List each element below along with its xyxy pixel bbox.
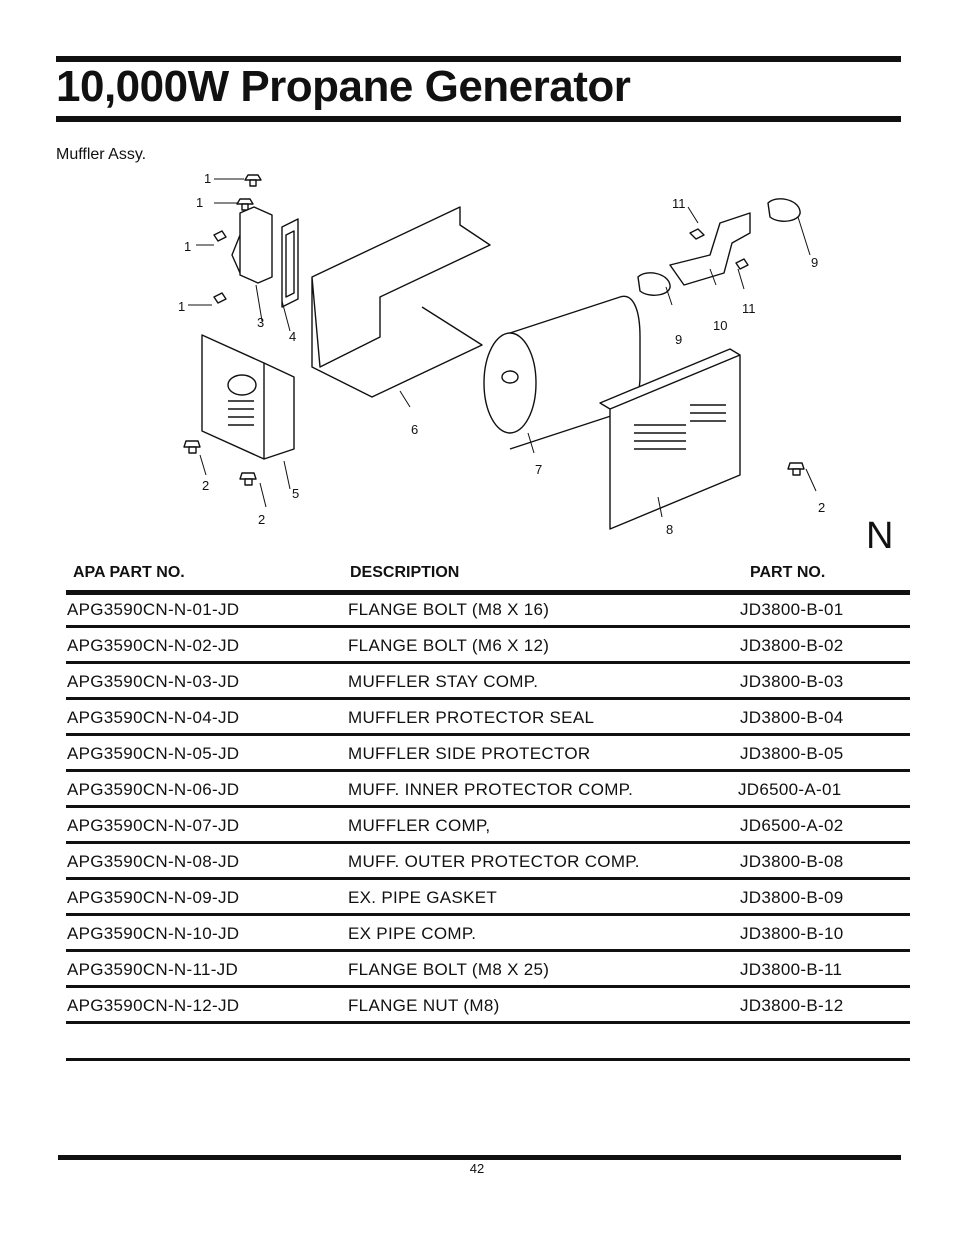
callout-label: 2	[818, 500, 825, 515]
parts-table: APG3590CN-N-01-JD FLANGE BOLT (M8 X 16) …	[66, 592, 910, 1061]
description-cell: MUFFLER SIDE PROTECTOR	[348, 744, 591, 763]
apa-part-no-cell: APG3590CN-N-02-JD	[67, 636, 240, 655]
apa-part-no-cell: APG3590CN-N-03-JD	[67, 672, 240, 691]
part-no-cell: JD3800-B-04	[740, 708, 844, 727]
apa-part-no-cell: APG3590CN-N-12-JD	[67, 996, 240, 1015]
part-no-cell: JD3800-B-08	[740, 852, 844, 871]
table-row: APG3590CN-N-04-JD MUFFLER PROTECTOR SEAL…	[66, 700, 910, 736]
table-row: APG3590CN-N-09-JD EX. PIPE GASKET JD3800…	[66, 880, 910, 916]
diagram-callouts: 1 1 1 1 2 2 2 3 4 5 6 7 8 9 9 10 11 11	[178, 171, 825, 537]
flange-bolt-icon	[183, 440, 805, 486]
callout-label: 3	[257, 315, 264, 330]
apa-part-no-cell: APG3590CN-N-10-JD	[67, 924, 240, 943]
part-no-cell: JD3800-B-01	[740, 600, 844, 619]
part-no-cell: JD3800-B-10	[740, 924, 844, 943]
callout-label: 11	[742, 301, 756, 316]
description-cell: EX PIPE COMP.	[348, 924, 477, 943]
callout-label: 9	[811, 255, 818, 270]
table-row: APG3590CN-N-05-JD MUFFLER SIDE PROTECTOR…	[66, 736, 910, 772]
callout-label: 11	[672, 196, 686, 211]
table-row: APG3590CN-N-10-JD EX PIPE COMP. JD3800-B…	[66, 916, 910, 952]
callout-label: 1	[178, 299, 185, 314]
callout-label: 7	[535, 462, 542, 477]
table-row: APG3590CN-N-08-JD MUFF. OUTER PROTECTOR …	[66, 844, 910, 880]
apa-part-no-cell: APG3590CN-N-11-JD	[67, 960, 239, 979]
callout-label: 6	[411, 422, 418, 437]
description-cell: MUFFLER COMP,	[348, 816, 491, 835]
description-cell: FLANGE NUT (M8)	[348, 996, 500, 1015]
protector-seal-shape	[281, 218, 299, 308]
page-title: 10,000W Propane Generator	[56, 62, 631, 111]
apa-part-no-cell: APG3590CN-N-04-JD	[67, 708, 240, 727]
description-cell: MUFFLER STAY COMP.	[348, 672, 539, 691]
table-row: APG3590CN-N-02-JD FLANGE BOLT (M6 X 12) …	[66, 628, 910, 664]
table-header-rule	[66, 590, 910, 595]
side-protector-shape	[201, 334, 295, 460]
header-top-rule	[56, 56, 901, 62]
part-no-cell: JD3800-B-02	[740, 636, 844, 655]
description-cell: MUFFLER PROTECTOR SEAL	[348, 708, 595, 727]
section-subtitle: Muffler Assy.	[56, 146, 147, 163]
table-row: APG3590CN-N-03-JD MUFFLER STAY COMP. JD3…	[66, 664, 910, 700]
part-no-cell: JD3800-B-11	[740, 960, 843, 979]
exhaust-pipe-shape	[669, 212, 751, 286]
muffler-stay-shape	[231, 206, 273, 284]
callout-label: 8	[666, 522, 673, 537]
table-row-empty	[66, 1024, 910, 1061]
column-header-apa-part-no: APA PART NO.	[73, 564, 185, 581]
apa-part-no-cell: APG3590CN-N-08-JD	[67, 852, 240, 871]
table-row: APG3590CN-N-11-JD FLANGE BOLT (M8 X 25) …	[66, 952, 910, 988]
table-row: APG3590CN-N-07-JD MUFFLER COMP, JD6500-A…	[66, 808, 910, 844]
description-cell: FLANGE BOLT (M8 X 16)	[348, 600, 550, 619]
callout-label: 4	[289, 329, 296, 344]
callout-label: 2	[258, 512, 265, 527]
callout-label: 10	[713, 318, 727, 333]
part-no-cell: JD3800-B-09	[740, 888, 844, 907]
callout-label: 1	[184, 239, 191, 254]
apa-part-no-cell: APG3590CN-N-01-JD	[67, 600, 240, 619]
description-cell: FLANGE BOLT (M8 X 25)	[348, 960, 550, 979]
part-no-cell: JD3800-B-05	[740, 744, 844, 763]
description-cell: MUFF. OUTER PROTECTOR COMP.	[348, 852, 640, 871]
part-no-cell: JD6500-A-02	[740, 816, 844, 835]
table-row: APG3590CN-N-06-JD MUFF. INNER PROTECTOR …	[66, 772, 910, 808]
part-no-cell: JD3800-B-12	[740, 996, 844, 1015]
flange-bolt-icon	[213, 174, 262, 304]
exhaust-gasket-shape	[637, 272, 671, 296]
apa-part-no-cell: APG3590CN-N-09-JD	[67, 888, 240, 907]
description-cell: FLANGE BOLT (M6 X 12)	[348, 636, 550, 655]
callout-label: 5	[292, 486, 299, 501]
table-row: APG3590CN-N-01-JD FLANGE BOLT (M8 X 16) …	[66, 592, 910, 628]
flange-nut-icon	[689, 228, 705, 240]
description-cell: EX. PIPE GASKET	[348, 888, 498, 907]
footer-rule	[58, 1155, 901, 1160]
header-bottom-rule	[56, 116, 901, 122]
flange-bolt-icon	[735, 258, 749, 270]
column-header-description: DESCRIPTION	[350, 564, 460, 581]
table-row: APG3590CN-N-12-JD FLANGE NUT (M8) JD3800…	[66, 988, 910, 1024]
outer-protector-shape	[599, 348, 741, 530]
callout-label: 1	[204, 171, 211, 186]
page-number: 42	[469, 1161, 485, 1176]
apa-part-no-cell: APG3590CN-N-05-JD	[67, 744, 240, 763]
callout-label: 9	[675, 332, 682, 347]
apa-part-no-cell: APG3590CN-N-07-JD	[67, 816, 240, 835]
page-section-mark: N	[866, 515, 894, 557]
inner-protector-shape	[311, 206, 491, 398]
part-no-cell: JD3800-B-03	[740, 672, 844, 691]
column-header-part-no: PART NO.	[750, 564, 826, 581]
description-cell: MUFF. INNER PROTECTOR COMP.	[348, 780, 634, 799]
exhaust-gasket-shape	[767, 198, 801, 222]
part-no-cell: JD6500-A-01	[738, 780, 842, 799]
apa-part-no-cell: APG3590CN-N-06-JD	[67, 780, 240, 799]
callout-label: 1	[196, 195, 203, 210]
callout-label: 2	[202, 478, 209, 493]
exploded-parts-diagram: 1 1 1 1 2 2 2 3 4 5 6 7 8 9 9 10 11 11	[178, 171, 825, 537]
